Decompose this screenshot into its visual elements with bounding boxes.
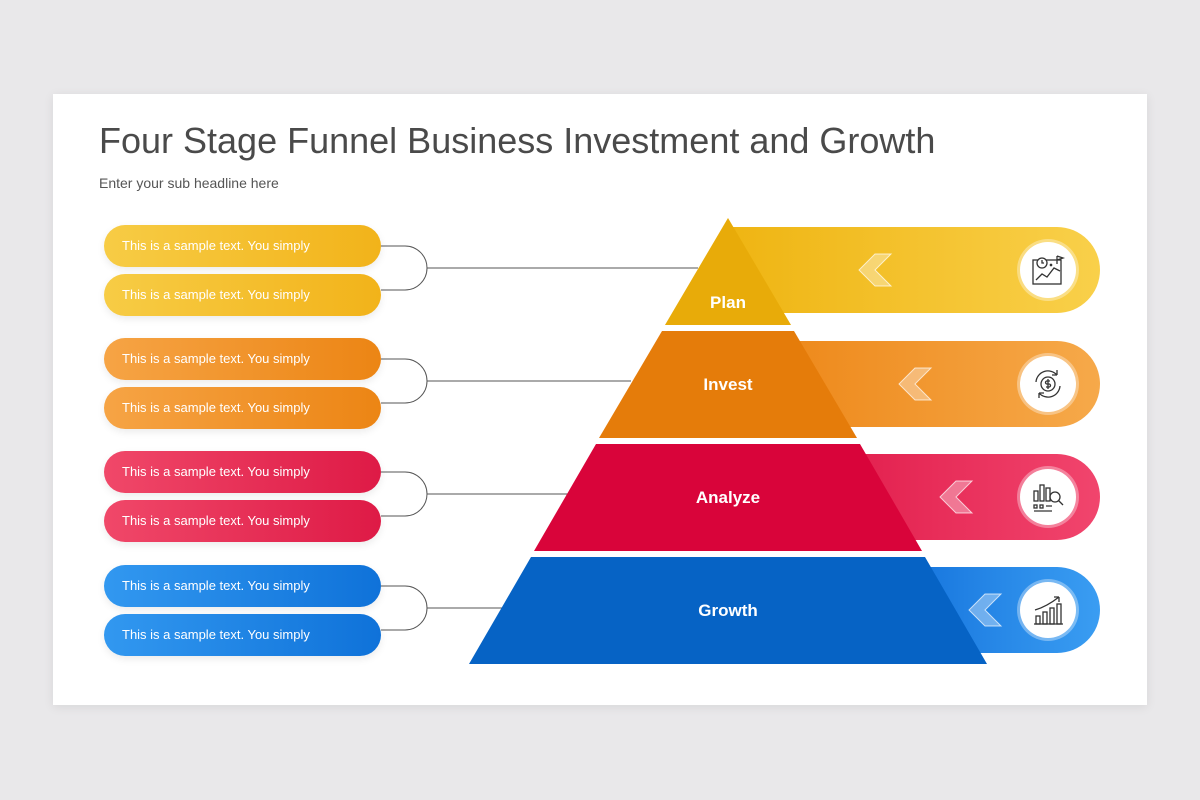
pyramid-level-growth <box>469 557 987 664</box>
stage-label-plan: Plan <box>710 293 746 312</box>
plan-chart-icon <box>1032 255 1066 285</box>
chevron-left-icon <box>939 480 974 514</box>
pyramid-level-analyze <box>534 444 922 551</box>
stage-label-analyze: Analyze <box>695 488 761 507</box>
analyze-icon-circle <box>1020 469 1076 525</box>
sub-headline: Enter your sub headline here <box>99 175 279 191</box>
chevron-left-icon <box>968 593 1003 627</box>
growth-text-pill: This is a sample text. You simply <box>104 614 381 656</box>
plan-icon-circle <box>1020 242 1076 298</box>
invest-text-pill: This is a sample text. You simply <box>104 338 381 380</box>
page-title: Four Stage Funnel Business Investment an… <box>99 120 936 161</box>
dollar-cycle-icon <box>1035 370 1061 398</box>
funnel-pyramid <box>469 218 987 664</box>
invest-icon-circle <box>1020 356 1076 412</box>
pyramid-level-plan <box>665 218 791 325</box>
growth-icon-circle <box>1020 582 1076 638</box>
slide: Four Stage Funnel Business Investment an… <box>53 94 1147 705</box>
analyze-text-pill: This is a sample text. You simply <box>104 500 381 542</box>
growth-text-pill: This is a sample text. You simply <box>104 565 381 607</box>
analyze-text-pill: This is a sample text. You simply <box>104 451 381 493</box>
chevron-left-icon <box>858 253 893 287</box>
stage-label-invest: Invest <box>703 375 753 394</box>
analytics-search-icon <box>1033 484 1064 512</box>
invest-text-pill: This is a sample text. You simply <box>104 387 381 429</box>
chevron-left-icon <box>898 367 933 401</box>
stage-label-growth: Growth <box>698 601 758 620</box>
growth-chart-icon <box>1034 596 1063 625</box>
plan-text-pill: This is a sample text. You simply <box>104 274 381 316</box>
plan-text-pill: This is a sample text. You simply <box>104 225 381 267</box>
pyramid-level-invest <box>599 331 857 438</box>
connector-lines <box>381 245 698 631</box>
